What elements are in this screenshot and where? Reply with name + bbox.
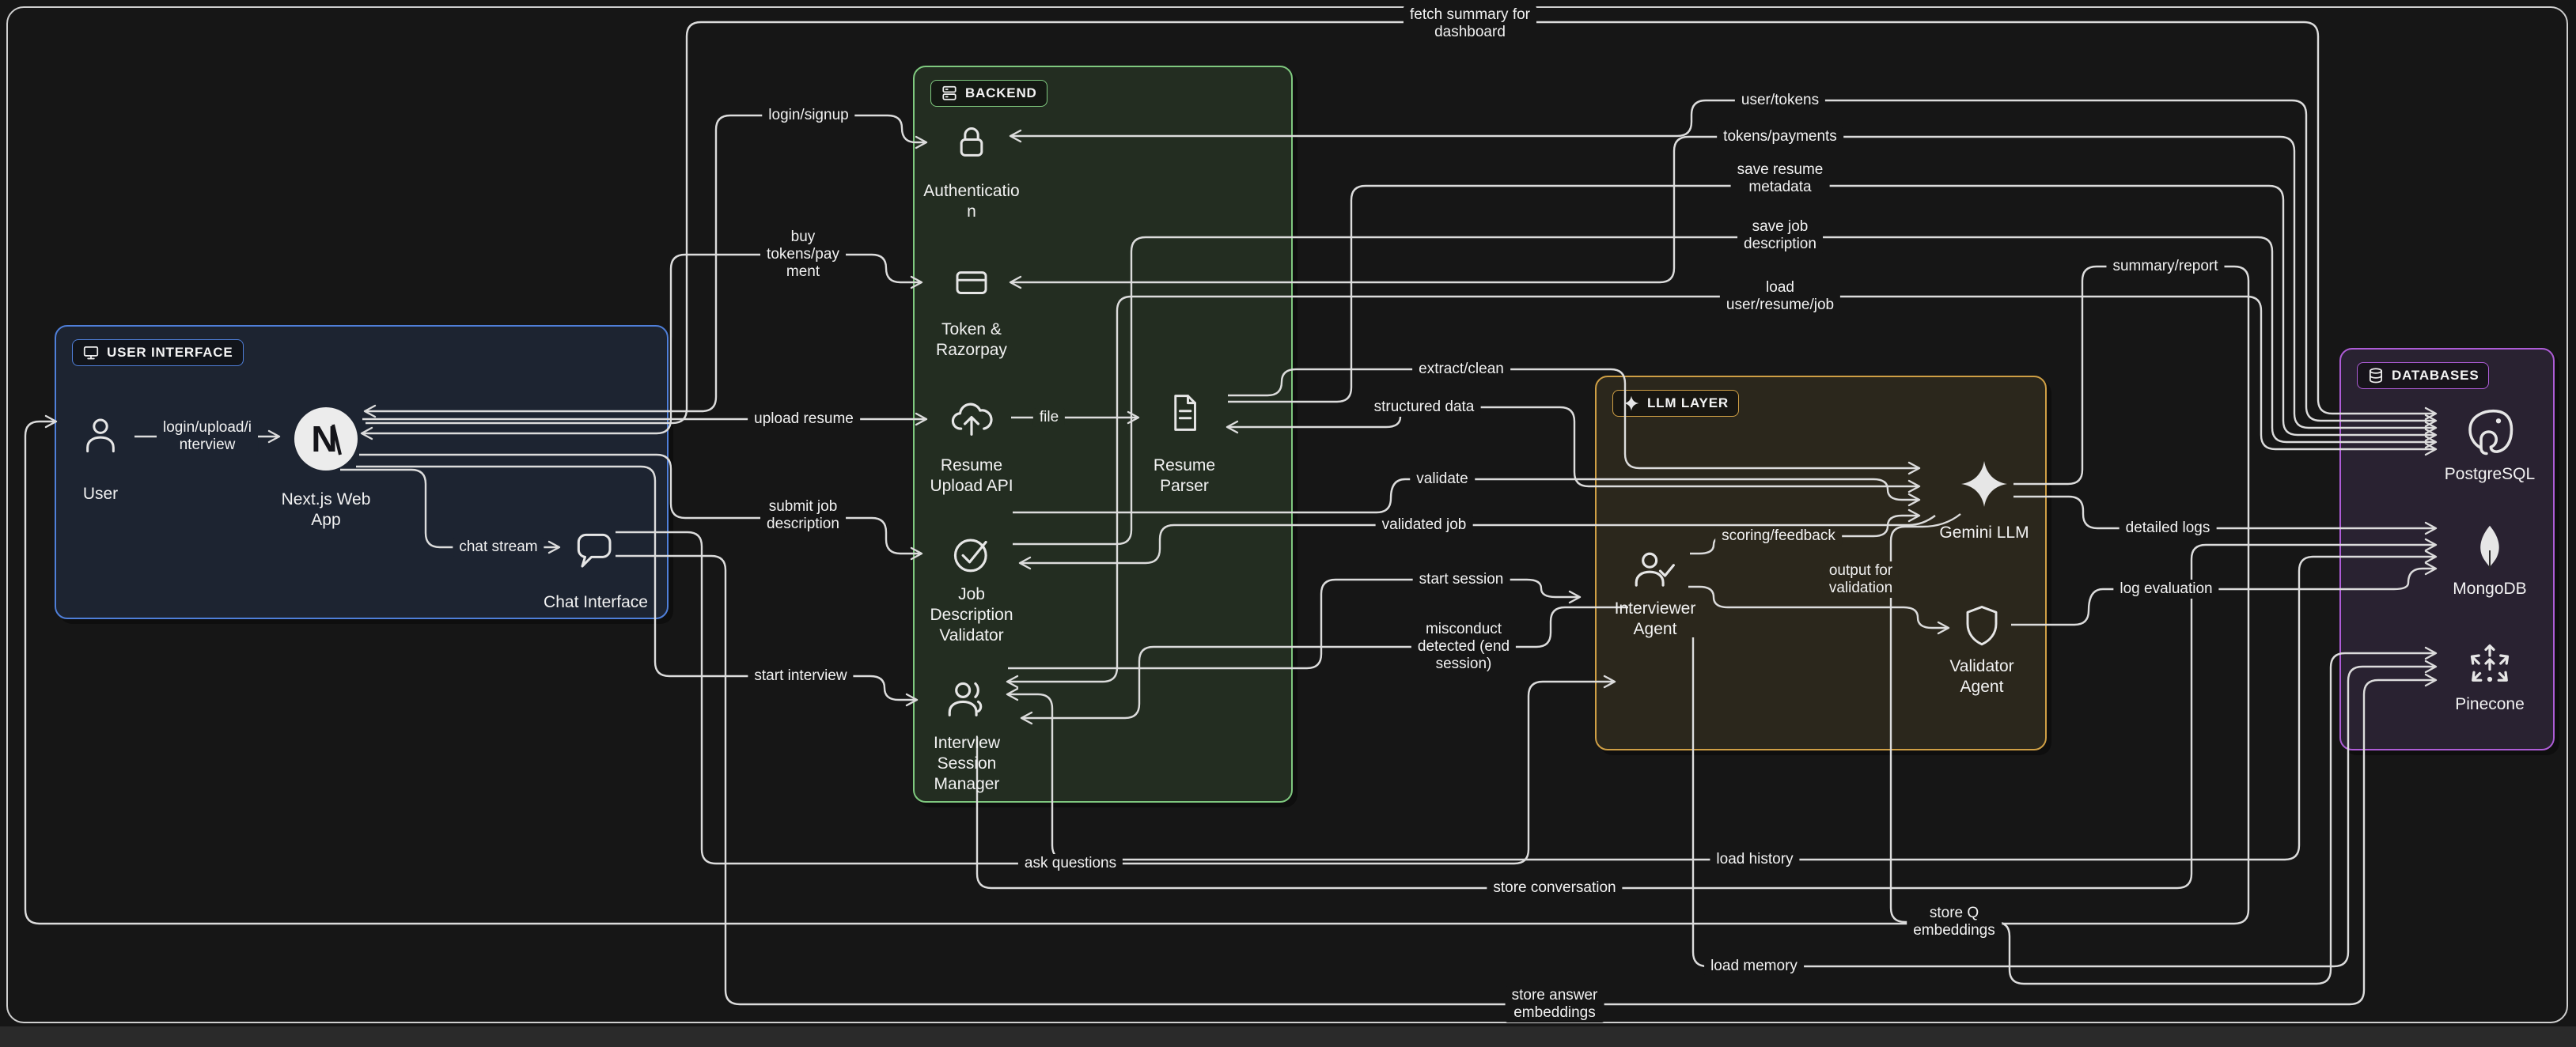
auth-node-label: Authenticatio n <box>923 181 1020 221</box>
session-manager-node[interactable] <box>944 677 990 723</box>
edge-load-history <box>1006 550 2438 861</box>
edge-label-misconduct[interactable]: misconduct detected (end session) <box>1411 619 1517 675</box>
edge-label-user-tokens[interactable]: user/tokens <box>1734 90 1826 111</box>
edge-log-evaluation <box>2011 561 2438 626</box>
edge-fetch-summary <box>366 21 2438 425</box>
resume-upload-node[interactable] <box>949 396 994 442</box>
svg-text:N: N <box>311 418 337 459</box>
pinecone-node-label: Pinecone <box>2455 694 2525 713</box>
mongo-node[interactable] <box>2466 523 2513 570</box>
edge-label-store-conversation[interactable]: store conversation <box>1487 878 1623 898</box>
edge-label-save-job[interactable]: save job description <box>1737 217 1823 255</box>
mongo-node-label: MongoDB <box>2453 579 2527 598</box>
resume-upload-node-label: Resume Upload API <box>930 455 1013 495</box>
user-node[interactable] <box>78 414 123 459</box>
edge-label-scoring-feedback[interactable]: scoring/feedback <box>1715 526 1842 546</box>
edge-label-start-interview[interactable]: start interview <box>748 666 854 686</box>
session-manager-node-label: Interview Session Manager <box>933 733 1001 794</box>
edge-label-load-user[interactable]: load user/resume/job <box>1719 278 1841 316</box>
gemini-node[interactable] <box>1958 458 2010 510</box>
edge-detailed-logs <box>2013 495 2438 535</box>
edge-structured-data <box>1225 406 1921 493</box>
edge-validate <box>1013 478 1921 514</box>
edge-buy-tokens <box>360 253 923 440</box>
group-user-interface-title: USER INTERFACE <box>107 345 233 360</box>
token-node-label: Token & Razorpay <box>936 319 1007 359</box>
job-validator-node[interactable] <box>949 531 994 576</box>
edge-label-buy-tokens[interactable]: buy tokens/pay ment <box>760 227 846 282</box>
validator-node-label: Validator Agent <box>1949 656 2014 696</box>
validator-node[interactable] <box>1960 603 2003 646</box>
edge-label-extract-clean[interactable]: extract/clean <box>1412 359 1510 380</box>
nextjs-node[interactable]: N <box>293 406 359 472</box>
edge-load-user-resume-job <box>1006 295 2438 689</box>
monitor-icon <box>83 346 99 360</box>
edge-output-for-validation <box>1688 585 1950 635</box>
edge-label-upload-resume[interactable]: upload resume <box>748 409 860 429</box>
postgres-node-label: PostgreSQL <box>2444 464 2536 483</box>
edge-label-log-evaluation[interactable]: log evaluation <box>2113 579 2219 599</box>
edge-label-summary-report[interactable]: summary/report <box>2106 256 2225 277</box>
edge-label-login-upload[interactable]: login/upload/i nterview <box>157 418 258 455</box>
edge-label-tokens-payments[interactable]: tokens/payments <box>1717 127 1843 147</box>
interviewer-node-label: Interviewer Agent <box>1614 599 1696 638</box>
edge-store-conversation <box>975 538 2438 890</box>
edge-extract-clean <box>1228 368 1921 475</box>
postgres-node[interactable] <box>2464 406 2516 458</box>
pinecone-node[interactable] <box>2466 640 2513 687</box>
gemini-node-label: Gemini LLM <box>1939 523 2029 542</box>
chat-node-label: Chat Interface <box>544 592 648 611</box>
edge-label-load-history[interactable]: load history <box>1710 849 1800 870</box>
edge-store-answer-embeddings <box>616 554 2438 1006</box>
edge-label-validate[interactable]: validate <box>1410 469 1475 489</box>
resume-parser-node[interactable] <box>1163 391 1206 434</box>
edge-start-session <box>1008 578 1582 670</box>
token-node[interactable] <box>950 261 993 304</box>
edge-label-login-signup[interactable]: login/signup <box>762 105 855 126</box>
user-node-label: User <box>82 484 119 503</box>
server-icon <box>942 85 957 100</box>
nextjs-node-label: Next.js Web App <box>281 489 371 529</box>
edge-tokens-payments <box>1009 135 2438 435</box>
edge-label-load-memory[interactable]: load memory <box>1704 956 1804 977</box>
edge-load-memory <box>1691 637 2438 968</box>
edge-validated-job <box>1018 515 1936 570</box>
edge-store-q-embeddings <box>1889 513 2438 985</box>
edge-label-output-validation[interactable]: output for validation <box>1822 561 1900 599</box>
edge-misconduct <box>1020 606 1628 725</box>
job-validator-node-label: Job Description Validator <box>930 584 1013 645</box>
edge-label-structured-data[interactable]: structured data <box>1367 397 1481 418</box>
group-backend-title: BACKEND <box>965 85 1037 100</box>
edge-label-ask-questions[interactable]: ask questions <box>1017 853 1123 874</box>
edge-chat-stream <box>340 468 561 554</box>
edge-start-interview <box>356 465 919 707</box>
edge-label-store-answer[interactable]: store answer embeddings <box>1505 985 1604 1023</box>
edge-label-start-session[interactable]: start session <box>1412 569 1510 590</box>
resume-parser-node-label: Resume Parser <box>1153 455 1216 495</box>
edge-label-store-q[interactable]: store Q embeddings <box>1907 903 2002 941</box>
interviewer-node[interactable] <box>1631 548 1676 594</box>
edge-label-detailed-logs[interactable]: detailed logs <box>2119 518 2217 539</box>
chat-node[interactable] <box>571 527 616 572</box>
window-bottom-strip <box>0 1026 2576 1047</box>
edge-summary-report <box>24 265 2250 925</box>
group-user-interface-badge[interactable]: USER INTERFACE <box>72 339 244 366</box>
auth-node[interactable] <box>949 120 994 164</box>
edge-label-chat-stream[interactable]: chat stream <box>453 537 544 558</box>
edge-label-file[interactable]: file <box>1032 407 1066 428</box>
group-backend-badge[interactable]: BACKEND <box>930 80 1047 107</box>
edge-label-submit-job[interactable]: submit job description <box>760 497 846 535</box>
edge-label-save-resume[interactable]: save resume metadata <box>1730 160 1830 198</box>
edge-label-fetch-summary[interactable]: fetch summary for dashboard <box>1403 5 1537 43</box>
edge-label-validated-job[interactable]: validated job <box>1375 515 1473 535</box>
